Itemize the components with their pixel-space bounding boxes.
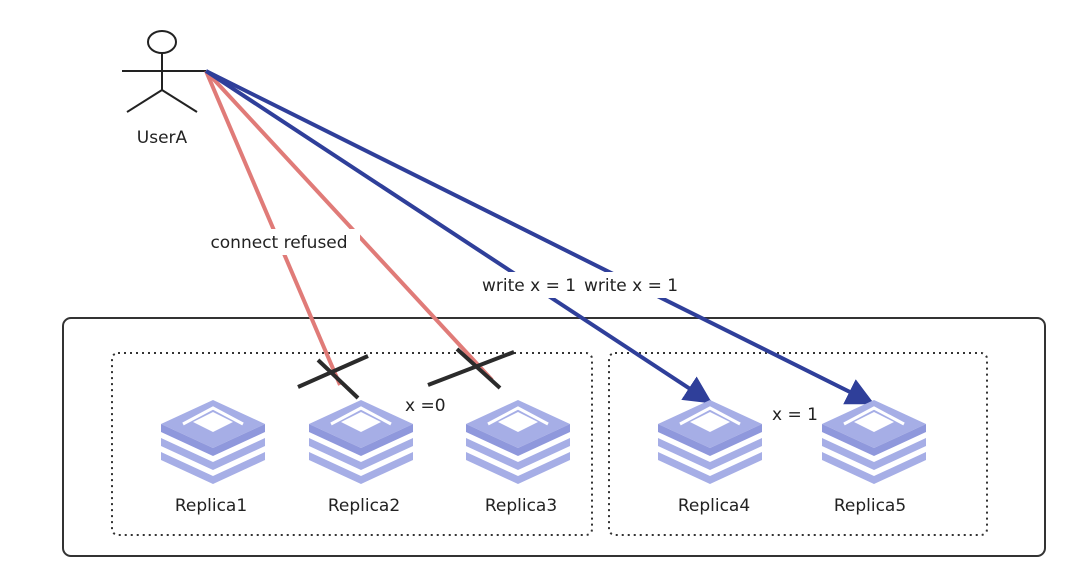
replica5-icon bbox=[820, 398, 928, 486]
replica3-icon bbox=[464, 398, 572, 486]
edge-label-bg-refused bbox=[198, 229, 360, 255]
group-right-state: x = 1 bbox=[772, 405, 818, 425]
group-left-state: x =0 bbox=[405, 396, 446, 416]
group-box-right bbox=[608, 352, 988, 536]
actor-label: UserA bbox=[137, 128, 188, 148]
edge-label-write-b: write x = 1 bbox=[584, 276, 678, 296]
edge-refused-replica3 bbox=[204, 69, 494, 382]
edge-write-replica4 bbox=[204, 69, 713, 404]
replica4-label: Replica4 bbox=[678, 496, 750, 516]
replica2-label: Replica2 bbox=[328, 496, 400, 516]
actor-icon bbox=[122, 30, 206, 113]
group-box-left bbox=[111, 352, 593, 536]
cross-icon-replica2 bbox=[297, 354, 369, 400]
replica2-icon bbox=[307, 398, 415, 486]
replica4-icon bbox=[656, 398, 764, 486]
cross-icon-replica3 bbox=[427, 347, 515, 390]
cluster-frame bbox=[62, 317, 1046, 557]
replica1-label: Replica1 bbox=[175, 496, 247, 516]
replica1-icon bbox=[159, 398, 267, 486]
edge-write-replica5 bbox=[205, 69, 875, 405]
replica3-label: Replica3 bbox=[485, 496, 557, 516]
edge-label-write-a: write x = 1 bbox=[482, 276, 576, 296]
edge-label-refused: connect refused bbox=[210, 233, 347, 253]
edge-label-bg-write-b bbox=[582, 272, 686, 298]
edge-refused-replica2 bbox=[204, 70, 342, 386]
edge-label-bg-write-a bbox=[480, 272, 582, 298]
replica5-label: Replica5 bbox=[834, 496, 906, 516]
